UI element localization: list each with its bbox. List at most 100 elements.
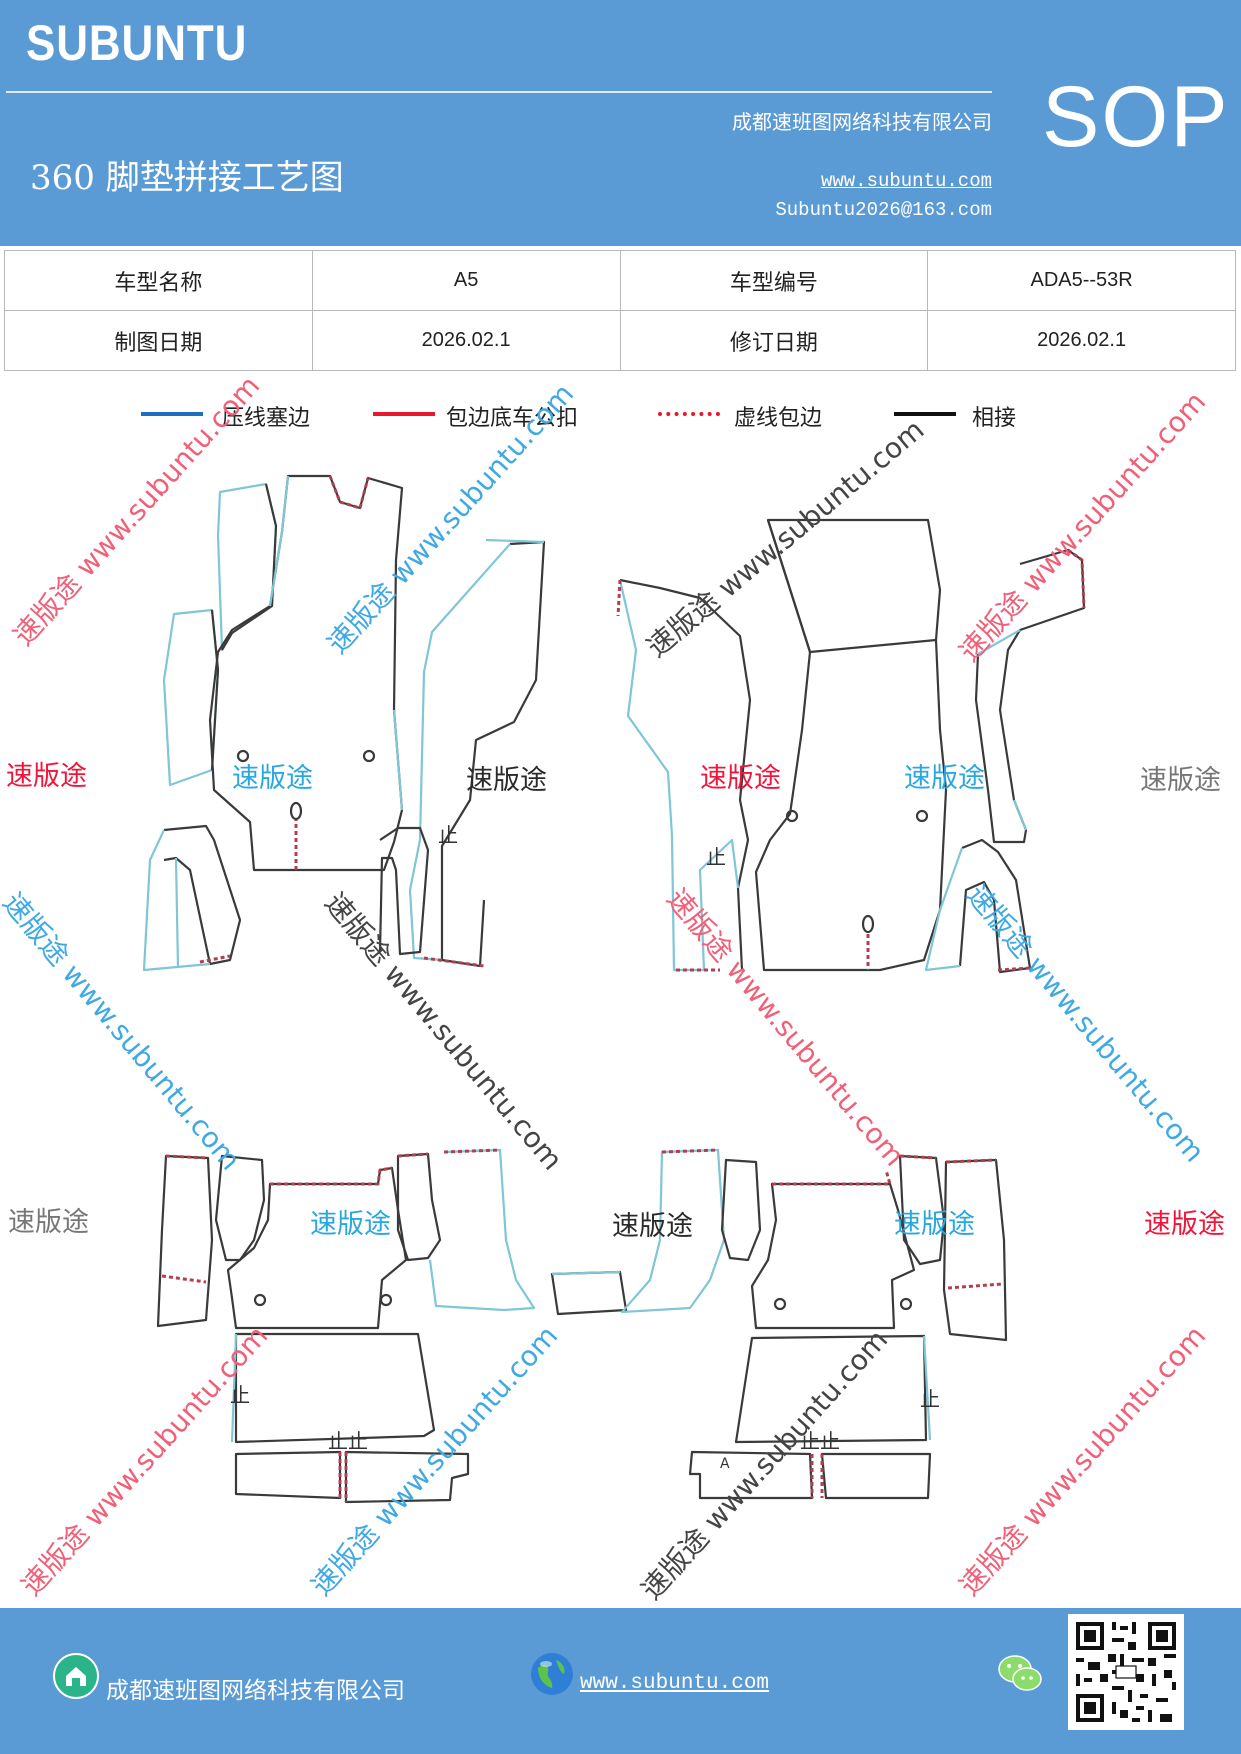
pattern-piece: [720, 1158, 762, 1262]
pattern-piece: [750, 1182, 916, 1330]
notch-marker: 止止: [800, 1429, 840, 1453]
pattern-piece: [754, 519, 948, 972]
pattern-piece: [785, 809, 799, 823]
pattern-piece: [661, 1148, 719, 1154]
website-link[interactable]: www.subuntu.com: [820, 170, 992, 192]
pattern-piece: [861, 914, 875, 934]
pattern-piece: [378, 826, 430, 956]
email-address: Subuntu2026@163.com: [775, 199, 992, 221]
pattern-piece: [915, 809, 929, 823]
pattern-piece: [328, 475, 370, 510]
notch-marker: A: [720, 1456, 730, 1472]
pattern-piece: [234, 1332, 436, 1444]
footer-bar: 成都速班图网络科技有限公司 www.subuntu.com: [0, 1608, 1241, 1754]
footer-company-name: 成都速班图网络科技有限公司: [106, 1678, 405, 1704]
model-code-label: 车型编号: [619, 250, 929, 311]
model-code-value: ADA5--53R: [927, 250, 1236, 311]
pattern-piece: [550, 1270, 628, 1316]
pattern-piece: [618, 579, 740, 972]
watermark-text: 速版途: [8, 1207, 89, 1238]
pattern-piece: [396, 1152, 442, 1262]
pattern-piece: [199, 954, 231, 964]
pattern-piece: [226, 1166, 408, 1330]
pattern-piece: [397, 1148, 501, 1158]
pattern-piece: [161, 1154, 209, 1284]
pattern-piece: [214, 1154, 266, 1262]
legend-swatch-red-dotted: [658, 412, 720, 416]
pattern-piece: [268, 475, 404, 811]
draw-date-label: 制图日期: [4, 310, 313, 371]
pattern-piece: [619, 578, 752, 971]
pattern-piece: [208, 474, 404, 872]
legend-label: 包边底车公扣: [446, 406, 579, 431]
watermark-text: 速版途: [612, 1211, 693, 1242]
watermark-text: 速版途: [310, 1209, 391, 1240]
pattern-piece: [810, 1454, 824, 1498]
pattern-piece: [408, 538, 545, 962]
pattern-piece: [620, 1148, 726, 1314]
pattern-piece: [289, 801, 303, 821]
pattern-piece: [163, 824, 242, 966]
pattern-piece: [216, 482, 278, 652]
legend-swatch-blue: [141, 412, 203, 416]
revise-date-value: 2026.02.1: [927, 310, 1236, 371]
company-name: 成都速班图网络科技有限公司: [732, 110, 992, 134]
sop-badge: SOP: [1042, 69, 1230, 165]
revise-date-label: 修订日期: [619, 310, 929, 371]
pattern-piece: [253, 1293, 267, 1307]
home-icon: [53, 1653, 99, 1699]
qr-code-icon[interactable]: [1068, 1614, 1184, 1730]
pattern-piece: [616, 579, 720, 972]
pattern-piece: [142, 829, 211, 972]
model-name-value: A5: [311, 250, 621, 311]
pattern-piece: [210, 609, 220, 771]
pattern-piece: [423, 956, 485, 968]
header-divider: [6, 91, 992, 93]
footer-website-link[interactable]: www.subuntu.com: [580, 1672, 770, 1695]
pattern-piece: [772, 1169, 892, 1186]
pattern-piece: [899, 1154, 1003, 1290]
pattern-piece: [820, 1452, 932, 1500]
pattern-piece: [551, 1270, 621, 1276]
pattern-piece: [236, 749, 250, 763]
pattern-piece: [688, 1450, 814, 1500]
pattern-piece: [1067, 548, 1086, 609]
pattern-piece: [234, 1450, 342, 1500]
watermark-text: 速版途: [700, 763, 781, 794]
model-name-label: 车型名称: [4, 250, 313, 311]
pattern-piece: [942, 1158, 1008, 1342]
pattern-piece: [974, 548, 1086, 844]
floor-mat-pattern-diagram: 止 止 止 止止 止 止止 A: [142, 474, 1086, 1504]
wechat-icon[interactable]: [996, 1652, 1044, 1696]
watermark-text: 速版途: [466, 765, 547, 796]
pattern-piece: [362, 749, 376, 763]
legend: 压线塞边 包边底车公扣 虚线包边 相接: [0, 400, 1241, 440]
watermark-text: 速版途: [232, 763, 313, 794]
pattern-piece: [773, 1297, 787, 1311]
pattern-piece: [230, 1333, 238, 1443]
legend-swatch-red: [373, 412, 435, 416]
notch-marker: 止: [706, 845, 726, 869]
pattern-piece: [162, 608, 220, 787]
table-row: 制图日期 2026.02.1 修订日期 2026.02.1: [4, 310, 1236, 371]
watermark-text: 速版途: [1140, 765, 1221, 796]
watermark-text: 速版途: [1144, 1209, 1225, 1240]
draw-date-value: 2026.02.1: [311, 310, 621, 371]
brand-logo: SUBUNTU: [26, 15, 248, 71]
page-title: 360 脚垫拼接工艺图: [30, 158, 344, 198]
legend-label: 压线塞边: [222, 406, 311, 431]
pattern-piece: [734, 1334, 928, 1444]
legend-label: 相接: [972, 406, 1017, 431]
watermark-text: 速版途: [904, 763, 985, 794]
pattern-piece: [379, 1293, 393, 1307]
watermark-text: 速版途: [894, 1209, 975, 1240]
header-banner: SUBUNTU 成都速班图网络科技有限公司 360 脚垫拼接工艺图 www.su…: [0, 0, 1241, 246]
notch-marker: 止: [920, 1387, 940, 1411]
pattern-piece: [440, 540, 546, 968]
pattern-piece: [899, 1297, 913, 1311]
legend-label: 虚线包边: [734, 406, 823, 431]
watermark-text: 速版途: [6, 761, 87, 792]
pattern-piece: [922, 1335, 932, 1441]
table-row: 车型名称 A5 车型编号 ADA5--53R: [4, 250, 1236, 311]
pattern-piece: [270, 1166, 393, 1186]
